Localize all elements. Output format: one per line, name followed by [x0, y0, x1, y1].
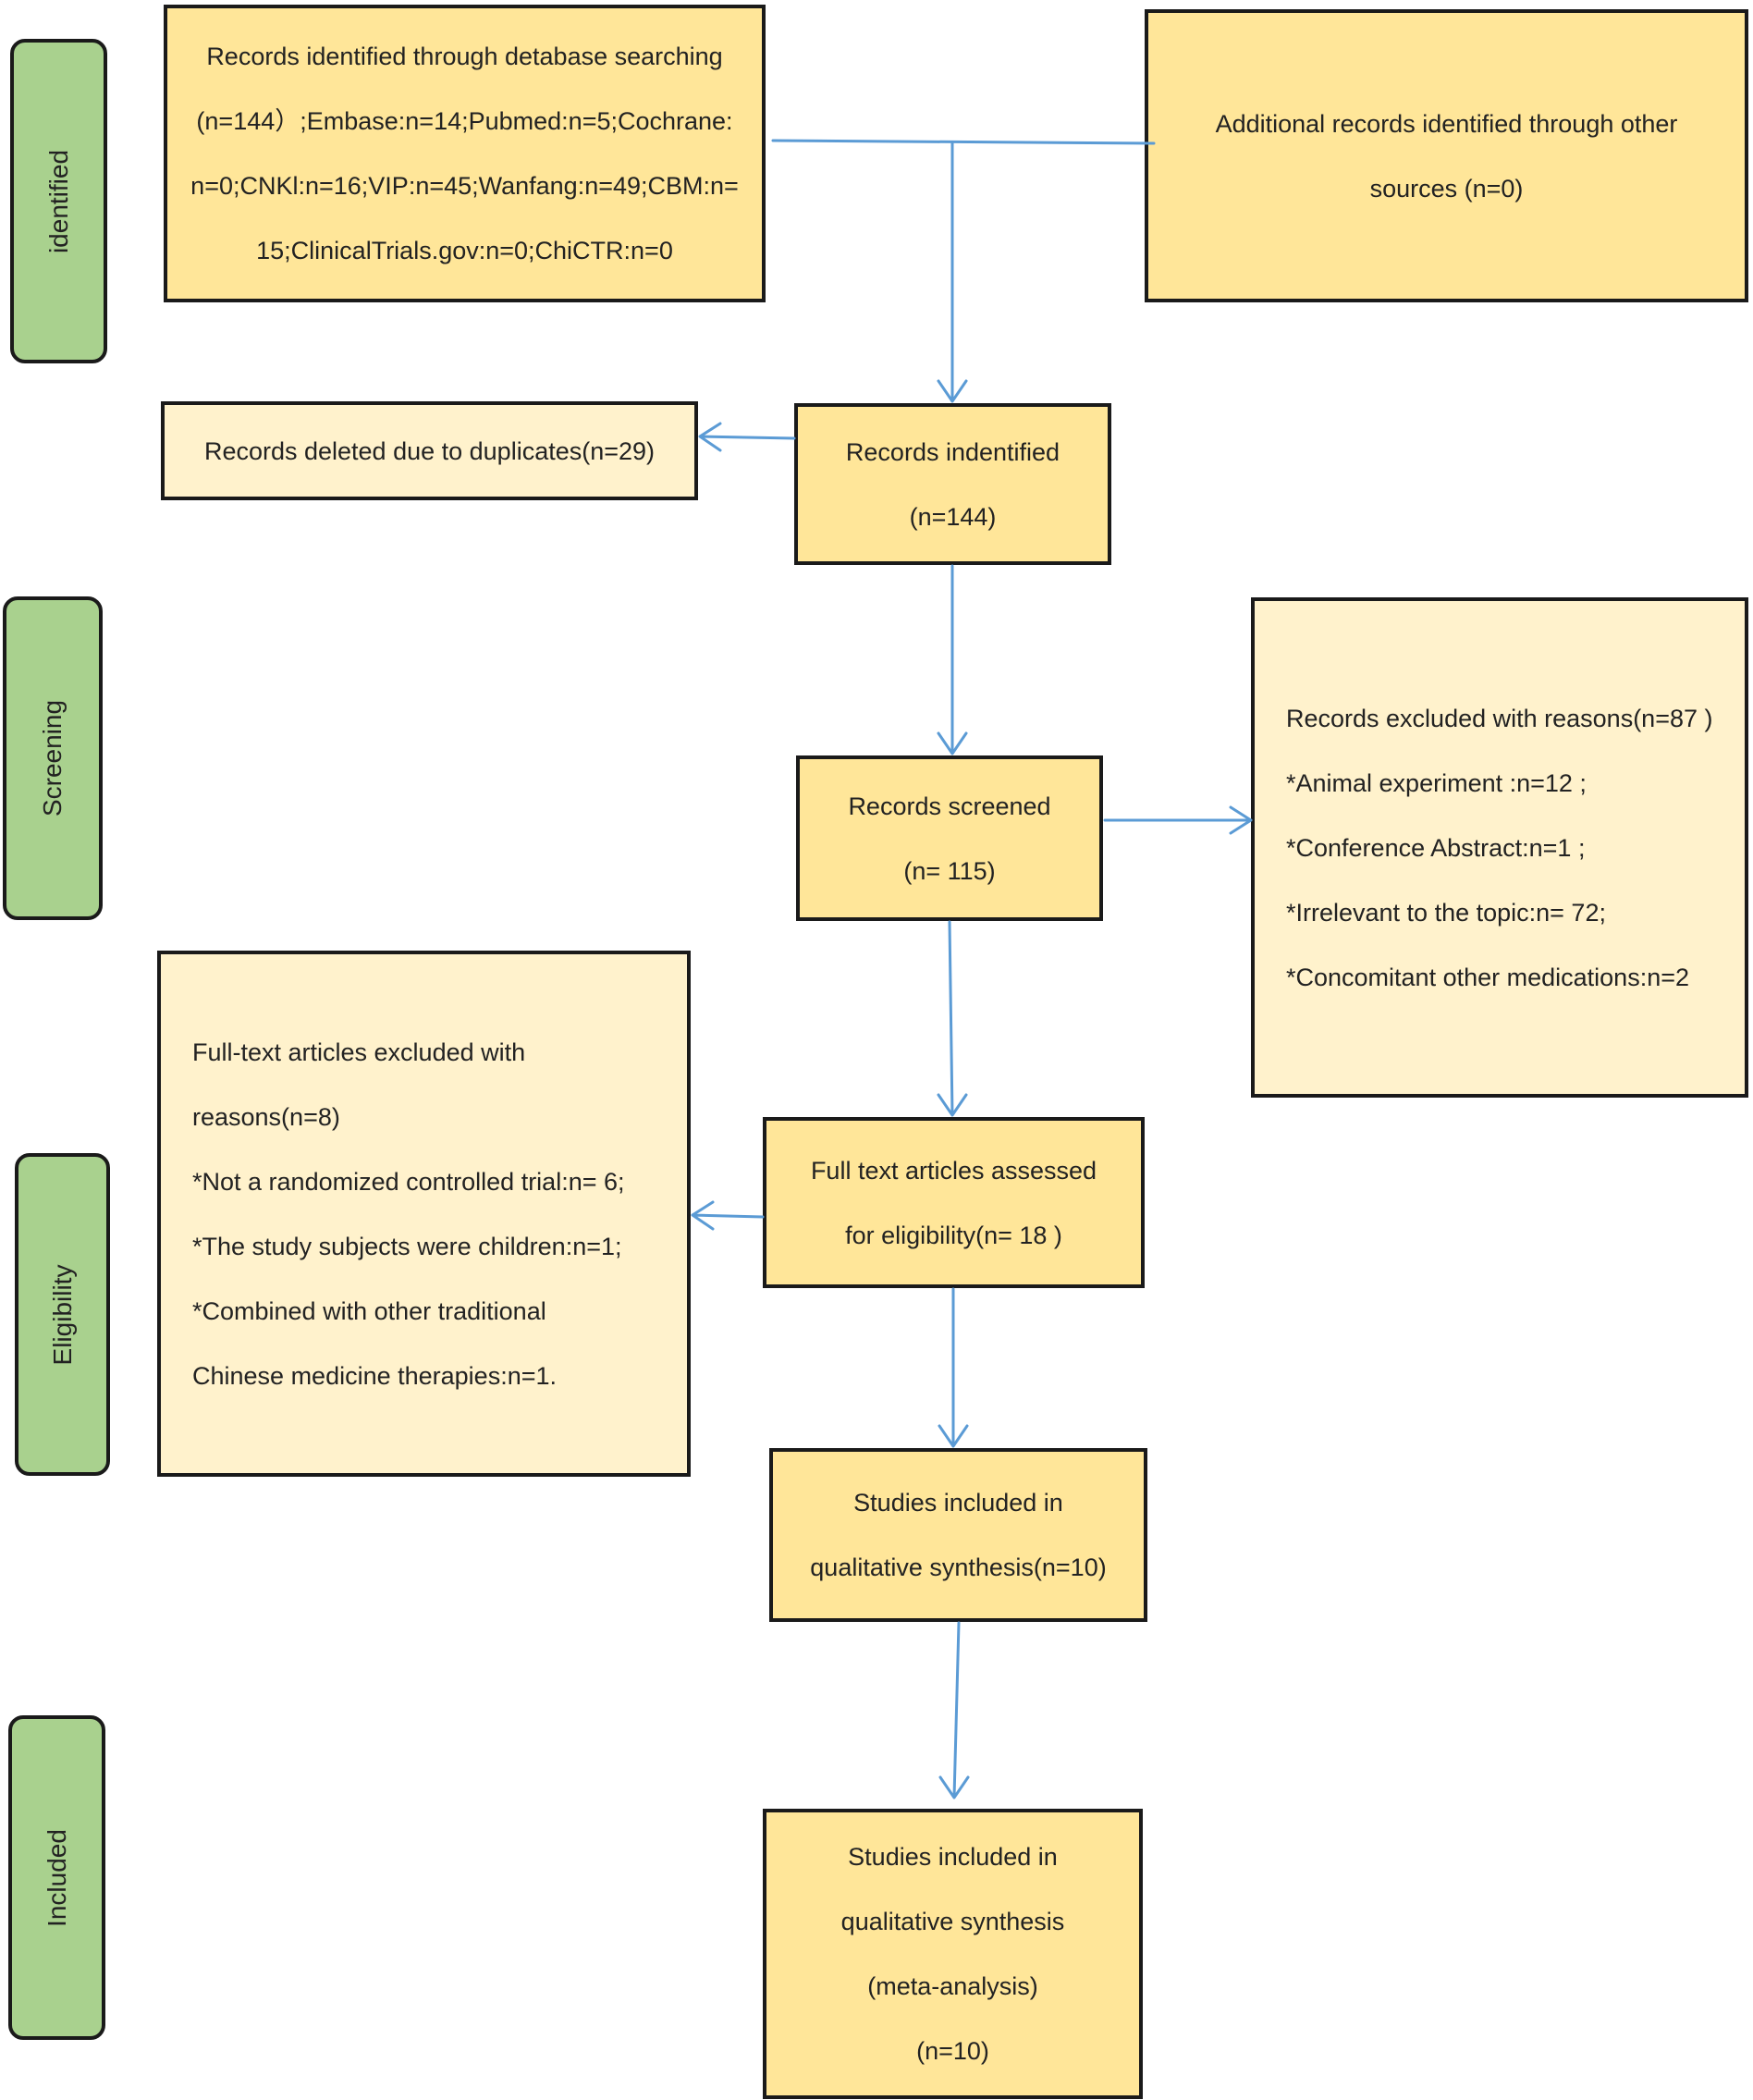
box-text-line: Studies included in	[853, 1489, 1063, 1517]
box-text-line: n=0;CNKl:n=16;VIP:n=45;Wanfang:n=49;CBM:…	[190, 172, 739, 200]
box-meta-analysis: Studies included in qualitative synthesi…	[763, 1809, 1143, 2099]
box-text-line: Records indentified	[845, 437, 1060, 466]
box-text-line: *Irrelevant to the topic:n= 72;	[1286, 898, 1606, 927]
box-records-identified: Records indentified (n=144)	[794, 403, 1111, 565]
box-text-line: 15;ClinicalTrials.gov:n=0;ChiCTR:n=0	[256, 237, 673, 264]
arrow-to-meta-analysis	[938, 1621, 970, 1799]
box-text-line: qualitative synthesis(n=10)	[810, 1554, 1107, 1581]
box-text-line: Full text articles assessed	[810, 1156, 1097, 1185]
box-text-line: Records excluded with reasons(n=87 )	[1286, 704, 1713, 732]
box-records-excluded: Records excluded with reasons(n=87 ) *An…	[1251, 597, 1748, 1098]
box-text-line: reasons(n=8)	[192, 1102, 340, 1131]
arrow-to-duplicates	[698, 422, 796, 452]
box-text-line: (n=10)	[916, 2037, 989, 2065]
box-text-line: Records screened	[848, 792, 1051, 820]
box-text-line: Records identified through detabase sear…	[206, 43, 723, 70]
box-text-line: *The study subjects were children:n=1;	[192, 1232, 622, 1260]
box-text-line: qualitative synthesis	[840, 1908, 1065, 1935]
box-text-line: sources (n=0)	[1369, 174, 1524, 203]
box-text-line: *Concomitant other medications:n=2	[1286, 963, 1689, 991]
box-text-line: Studies included in	[848, 1843, 1058, 1871]
box-other-sources: Additional records identified through ot…	[1145, 9, 1748, 302]
stage-eligibility: Eligibility	[15, 1153, 110, 1476]
box-records-screened: Records screened (n= 115)	[796, 755, 1103, 921]
box-text-line: *Not a randomized controlled trial:n= 6;	[192, 1167, 625, 1196]
arrow-to-records-excluded	[1103, 805, 1253, 835]
arrow-to-records-screened	[937, 564, 968, 755]
box-text-line: (n=144）;Embase:n=14;Pubmed:n=5;Cochrane:	[196, 107, 733, 135]
stage-included: Included	[8, 1715, 105, 2040]
box-duplicates-deleted: Records deleted due to duplicates(n=29)	[161, 401, 698, 500]
box-fulltext-excluded: Full-text articles excluded with reasons…	[157, 951, 691, 1477]
box-text-line: *Animal experiment :n=12 ;	[1286, 768, 1587, 797]
box-database-search: Records identified through detabase sear…	[164, 5, 766, 302]
box-text-line: for eligibility(n= 18 )	[845, 1221, 1062, 1249]
arrow-to-fulltext-assessed	[937, 920, 968, 1117]
box-text-line: *Combined with other traditional	[192, 1296, 546, 1325]
box-text-line: Chinese medicine therapies:n=1.	[192, 1361, 557, 1390]
arrow-to-fulltext-excluded	[691, 1200, 765, 1231]
box-text-line: (meta-analysis)	[867, 1972, 1038, 2000]
box-fulltext-assessed: Full text articles assessed for eligibil…	[763, 1117, 1145, 1288]
arrow-to-qualitative-synthesis	[938, 1287, 969, 1448]
box-text-line: (n=144)	[909, 502, 997, 531]
stage-screening: Screening	[3, 596, 103, 920]
stage-identified: identified	[10, 39, 107, 363]
box-text-line: Additional records identified through ot…	[1215, 109, 1678, 138]
box-text-line: Full-text articles excluded with	[192, 1038, 526, 1066]
connector-merge-line	[771, 139, 1156, 145]
arrow-to-records-identified	[937, 141, 968, 403]
box-text-line: (n= 115)	[903, 856, 996, 885]
box-text-line: Records deleted due to duplicates(n=29)	[203, 436, 656, 465]
box-text-line: *Conference Abstract:n=1 ;	[1286, 833, 1586, 862]
box-qualitative-synthesis: Studies included in qualitative synthesi…	[769, 1448, 1147, 1622]
